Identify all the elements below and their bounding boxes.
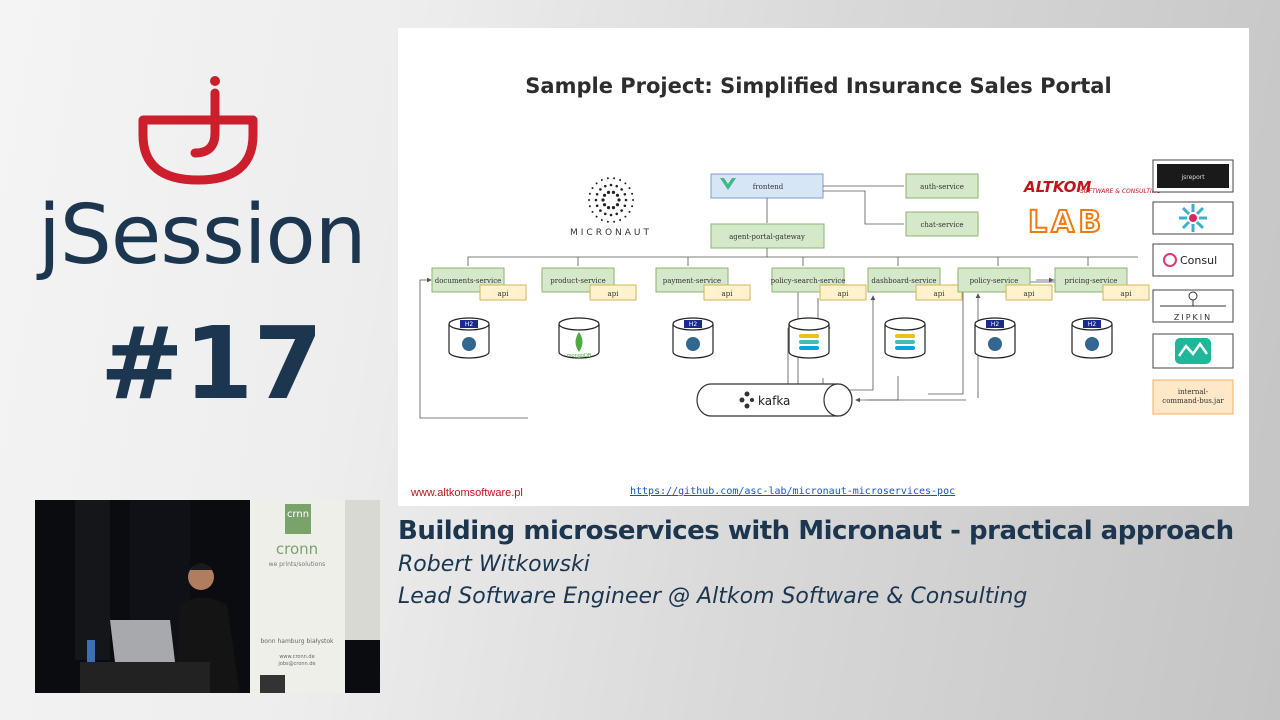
- h2-badge-label: H2: [689, 321, 698, 328]
- h2-badge-label: H2: [1088, 321, 1097, 328]
- internal-bus-line1: internal-: [1178, 388, 1209, 396]
- lab-logo: LAB: [1028, 205, 1105, 240]
- h2-badge: [684, 320, 702, 328]
- altkom-lab-logo: ALTKOM SOFTWARE & CONSULTING LAB: [1023, 178, 1161, 241]
- postgres-icon: [988, 337, 1002, 351]
- elastic-apm-icon: [1175, 338, 1211, 364]
- kafka-icon: [739, 391, 754, 409]
- h2-badge: [460, 320, 478, 328]
- zipkin-icon: [1160, 291, 1226, 307]
- cronn-name: cronn: [276, 540, 318, 558]
- auth-service-label: auth-service: [920, 183, 964, 191]
- gateway-node: [710, 223, 825, 249]
- cronn-contact-mail: jobs@cronn.de: [277, 661, 315, 667]
- elasticsearch-icon: [895, 334, 915, 350]
- service-api-box: [1005, 284, 1053, 301]
- altkom-sub: SOFTWARE & CONSULTING: [1080, 188, 1161, 195]
- mongodb-label: mongoDB: [567, 353, 592, 359]
- jaeger-icon: [1179, 204, 1207, 232]
- talk-title: Building microservices with Micronaut - …: [398, 516, 1234, 546]
- cronn-cities: bonn hamburg białystok: [260, 638, 334, 645]
- service-label: policy-search-service: [771, 277, 846, 285]
- jsession-cup-logo-icon: [138, 76, 258, 185]
- speaker-role: Lead Software Engineer @ Altkom Software…: [398, 584, 1028, 609]
- elasticsearch-icon: [799, 334, 819, 350]
- service-label: product-service: [550, 277, 605, 285]
- h2-badge: [986, 320, 1004, 328]
- auth-service-node: [905, 173, 979, 199]
- service-api-box: [1102, 284, 1150, 301]
- internal-bus-line2: command-bus.jar: [1162, 397, 1224, 405]
- micronaut-label: MICRONAUT: [570, 228, 652, 238]
- postgres-icon: [1085, 337, 1099, 351]
- footer-website: www.altkomsoftware.pl: [411, 487, 523, 499]
- service-label: payment-service: [663, 277, 721, 285]
- service-label: policy-service: [970, 277, 1019, 285]
- service-api-box: [589, 284, 637, 301]
- service-api-box: [703, 284, 751, 301]
- cronn-tagline: we prints/solutions: [269, 561, 326, 568]
- service-node: policy-search-service api: [771, 267, 867, 359]
- brand-name: jSession: [38, 188, 367, 283]
- postgres-icon: [462, 337, 476, 351]
- frontend-label: frontend: [753, 183, 784, 191]
- kafka-label: kafka: [758, 394, 790, 408]
- service-api-label: api: [608, 290, 620, 298]
- episode-number: #17: [100, 305, 323, 422]
- service-label: pricing-service: [1065, 277, 1118, 285]
- service-node: dashboard-service api: [867, 267, 963, 359]
- service-api-label: api: [1024, 290, 1036, 298]
- slide-title: Sample Project: Simplified Insurance Sal…: [525, 74, 1112, 98]
- github-link[interactable]: https://github.com/asc-lab/micronaut-mic…: [630, 486, 956, 497]
- tools-column: jsreport Consul ZIPKIN internal- command…: [1152, 159, 1234, 415]
- vue-icon: [720, 178, 736, 190]
- speaker-name: Robert Witkowski: [398, 552, 590, 577]
- mongodb-icon: [575, 332, 583, 352]
- consul-icon: [1163, 253, 1177, 267]
- service-api-label: api: [722, 290, 734, 298]
- speaker-camera-feed: crnn cronn we prints/solutions bonn hamb…: [35, 500, 380, 693]
- cronn-contact-web: www.cronn.de: [279, 654, 314, 660]
- service-api-label: api: [498, 290, 510, 298]
- service-label: documents-service: [435, 277, 502, 285]
- kafka-bus: kafka: [696, 383, 853, 417]
- zipkin-label: ZIPKIN: [1174, 313, 1212, 322]
- architecture-diagram: MICRONAUT frontend agent-portal-gateway …: [419, 159, 1234, 419]
- h2-badge: [1083, 320, 1101, 328]
- gateway-label: agent-portal-gateway: [729, 233, 805, 241]
- altkom-name: ALTKOM: [1023, 178, 1091, 196]
- services-row: documents-serviceapiH2product-serviceapi…: [431, 267, 1150, 359]
- service-api-label: api: [934, 290, 946, 298]
- chat-service-label: chat-service: [920, 221, 963, 229]
- presentation-slide: MICRONAUT frontend agent-portal-gateway …: [398, 28, 1249, 506]
- cronn-logo: crnn: [287, 509, 309, 520]
- laptop: [110, 620, 175, 662]
- service-api-label: api: [1121, 290, 1133, 298]
- h2-badge-label: H2: [465, 321, 474, 328]
- h2-badge-label: H2: [991, 321, 1000, 328]
- service-label: dashboard-service: [871, 277, 936, 285]
- service-api-box: [819, 284, 867, 301]
- service-api-box: [479, 284, 527, 301]
- micronaut-logo-icon: MICRONAUT: [570, 177, 652, 238]
- chat-service-node: [905, 211, 979, 237]
- consul-label: Consul: [1180, 254, 1217, 267]
- service-api-label: api: [838, 290, 850, 298]
- postgres-icon: [686, 337, 700, 351]
- jsreport-icon: jsreport: [1180, 174, 1205, 181]
